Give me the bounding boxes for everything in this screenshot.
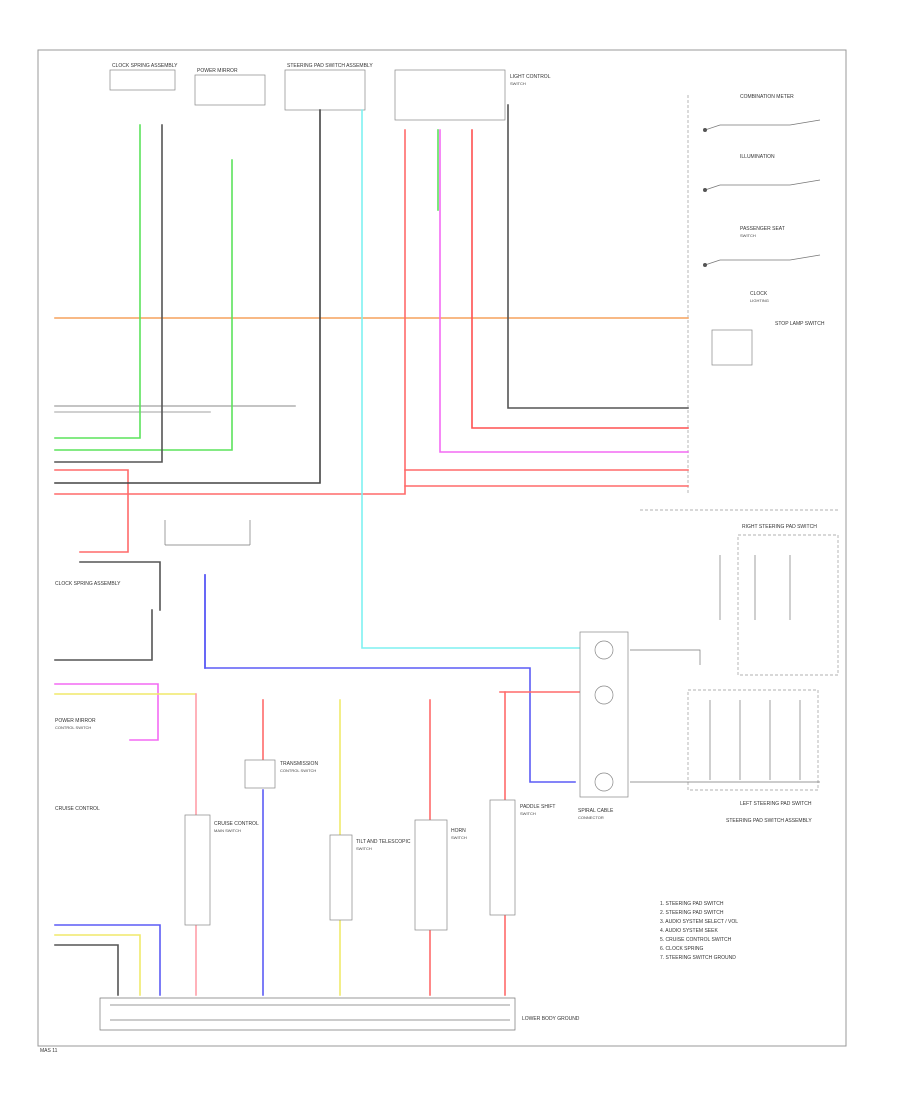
component-sublabel: SWITCH [520, 811, 536, 816]
component-sublabel: MAIN SWITCH [214, 828, 241, 833]
cruise-control-main-switch: CRUISE CONTROL MAIN SWITCH [184, 814, 259, 926]
component-sublabel: SWITCH [356, 846, 372, 851]
component-label: COMBINATION METER [740, 94, 794, 100]
combination-meter: COMBINATION METER [703, 94, 821, 132]
top-connector-right: STEERING PAD SWITCH ASSEMBLY [284, 63, 373, 111]
passenger-seat-switch: PASSENGER SEAT SWITCH [703, 226, 821, 267]
legend-item: 6. CLOCK SPRING [660, 946, 703, 952]
component-label: STEERING PAD SWITCH ASSEMBLY [726, 818, 812, 824]
component-label: CRUISE CONTROL [55, 806, 100, 812]
legend: 1. STEERING PAD SWITCH 2. STEERING PAD S… [660, 901, 738, 961]
legend-item: 2. STEERING PAD SWITCH [660, 910, 724, 916]
ground-label: LOWER BODY GROUND [522, 1016, 580, 1022]
tilt-telescopic-switch: TILT AND TELESCOPIC SWITCH [329, 834, 411, 921]
spiral-cable-connector: SPIRAL CABLE CONNECTOR [578, 631, 629, 820]
connector-label: POWER MIRROR [197, 68, 238, 74]
component-label: CLOCK [750, 291, 768, 297]
paddle-shift-switch: PADDLE SHIFT SWITCH [489, 799, 555, 916]
component-label: CLOCK SPRING ASSEMBLY [55, 581, 121, 587]
component-sublabel: SWITCH [740, 233, 756, 238]
component-label: PASSENGER SEAT [740, 226, 785, 232]
component-label: POWER MIRROR [55, 718, 96, 724]
drop-wires [164, 520, 506, 996]
component-label: RIGHT STEERING PAD SWITCH [742, 524, 817, 530]
clock-lighting: CLOCK LIGHTING [750, 291, 769, 303]
component-label: CRUISE CONTROL [214, 821, 259, 827]
light-control-switch: LIGHT CONTROL SWITCH [394, 69, 551, 121]
legend-item: 3. AUDIO SYSTEM SELECT / VOL [660, 919, 738, 925]
diagram-border [37, 49, 847, 1047]
top-connector-mid: POWER MIRROR [194, 68, 266, 106]
legend-item: 1. STEERING PAD SWITCH [660, 901, 724, 907]
component-label: HORN [451, 828, 466, 834]
page-reference: MAS 11 [40, 1048, 58, 1054]
wire-bundle [54, 104, 689, 996]
component-label: PADDLE SHIFT [520, 804, 555, 810]
top-connector-left: CLOCK SPRING ASSEMBLY [109, 63, 178, 91]
connector-label: STEERING PAD SWITCH ASSEMBLY [287, 63, 373, 69]
component-sublabel: CONTROL SWITCH [55, 725, 91, 730]
right-steering-pad-switch: RIGHT STEERING PAD SWITCH [630, 524, 839, 676]
connector-label: CLOCK SPRING ASSEMBLY [112, 63, 178, 69]
component-label: SPIRAL CABLE [578, 808, 614, 814]
component-sublabel: CONTROL SWITCH [280, 768, 316, 773]
legend-item: 4. AUDIO SYSTEM SEEK [660, 928, 718, 934]
stop-lamp-switch: STOP LAMP SWITCH [711, 321, 825, 366]
left-steering-pad-switch: LEFT STEERING PAD SWITCH STEERING PAD SW… [630, 689, 820, 824]
legend-item: 5. CRUISE CONTROL SWITCH [660, 937, 732, 943]
component-label: LIGHT CONTROL [510, 74, 551, 80]
component-label: TRANSMISSION [280, 761, 318, 767]
legend-item: 7. STEERING SWITCH GROUND [660, 955, 736, 961]
component-sublabel: LIGHTING [750, 298, 769, 303]
component-label: ILLUMINATION [740, 154, 775, 160]
ground-bus: LOWER BODY GROUND [99, 997, 580, 1031]
component-label: LEFT STEERING PAD SWITCH [740, 801, 812, 807]
component-sublabel: SWITCH [451, 835, 467, 840]
component-label: STOP LAMP SWITCH [775, 321, 825, 327]
component-sublabel: SWITCH [510, 81, 526, 86]
transmission-control-switch: TRANSMISSION CONTROL SWITCH [244, 759, 318, 789]
horn-switch: HORN SWITCH [414, 819, 467, 931]
illumination-switch: ILLUMINATION [703, 154, 821, 192]
left-side-labels: CLOCK SPRING ASSEMBLY POWER MIRROR CONTR… [55, 581, 121, 812]
component-label: TILT AND TELESCOPIC [356, 839, 411, 845]
component-sublabel: CONNECTOR [578, 815, 604, 820]
